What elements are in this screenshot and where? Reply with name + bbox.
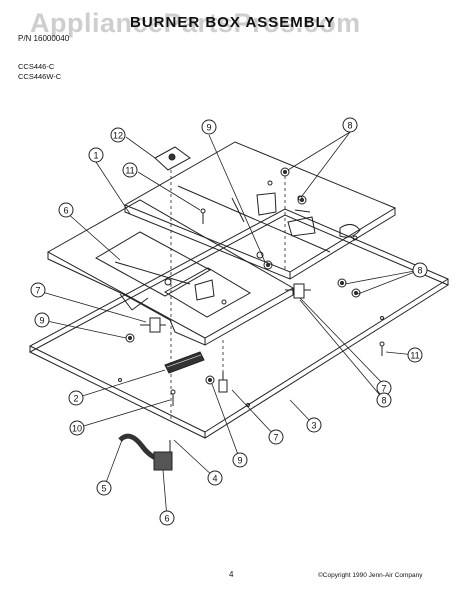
callout-6: 6 — [159, 510, 175, 526]
hex-nut — [263, 260, 273, 270]
burner-box-base-pan — [28, 208, 450, 439]
callout-number: 8 — [381, 396, 386, 406]
callout-number: 6 — [164, 514, 169, 524]
callout-number: 10 — [72, 424, 82, 434]
callout-8: 8 — [412, 262, 428, 278]
callout-5: 5 — [96, 480, 112, 496]
callout-9: 9 — [34, 312, 50, 328]
callout-6: 6 — [58, 202, 74, 218]
screw — [170, 389, 176, 406]
callout-number: 3 — [311, 421, 316, 431]
callout-10: 10 — [69, 420, 85, 436]
callout-number: 1 — [93, 151, 98, 161]
callout-number: 5 — [101, 484, 106, 494]
hex-nut — [351, 288, 361, 298]
gas-valve-fitting — [140, 317, 166, 333]
callout-circle — [69, 420, 85, 436]
callout-leader-lines — [41, 131, 421, 519]
callout-number: 7 — [381, 384, 386, 394]
callout-number: 12 — [113, 131, 123, 141]
callout-11: 11 — [407, 347, 423, 363]
hex-nut — [280, 167, 290, 177]
callout-8: 8 — [342, 117, 358, 133]
gas-inlet-hose — [118, 433, 173, 471]
callout-2: 2 — [68, 390, 84, 406]
callout-9: 9 — [201, 119, 217, 135]
gas-valve-fitting — [285, 283, 311, 299]
callout-number: 6 — [63, 206, 68, 216]
hex-nut — [205, 375, 215, 385]
callout-number: 8 — [347, 121, 352, 131]
callout-number: 9 — [237, 456, 242, 466]
callout-9: 9 — [232, 452, 248, 468]
callout-circle — [88, 147, 104, 163]
hex-nut — [337, 278, 347, 288]
callout-number: 2 — [73, 394, 78, 404]
callout-number: 7 — [273, 433, 278, 443]
left-cover-tray — [46, 199, 295, 346]
callout-circle — [110, 127, 126, 143]
hex-nut — [125, 333, 135, 343]
callout-circle — [376, 392, 392, 408]
callout-1: 1 — [88, 147, 104, 163]
right-cover-tray — [123, 141, 397, 280]
screw — [200, 208, 206, 224]
terminal-block — [164, 351, 205, 374]
callout-circle — [201, 119, 217, 135]
callout-3: 3 — [306, 417, 322, 433]
callout-12: 12 — [110, 127, 126, 143]
callout-number: 9 — [206, 123, 211, 133]
model-number: CCS446-C — [18, 62, 55, 71]
callout-7: 7 — [268, 429, 284, 445]
callout-number: 11 — [410, 351, 419, 361]
callout-circle — [407, 347, 423, 363]
callout-circle — [232, 452, 248, 468]
callout-circle — [34, 312, 50, 328]
callout-number: 11 — [125, 166, 134, 176]
callout-circle — [30, 282, 46, 298]
gas-valve-fitting — [218, 372, 228, 393]
part-number: P/N 16000040 — [18, 34, 70, 43]
callout-circle — [96, 480, 112, 496]
callout-number: 8 — [417, 266, 422, 276]
screw — [379, 341, 385, 356]
model-number: CCS446W-C — [18, 72, 62, 81]
callout-circle — [159, 510, 175, 526]
callout-number: 7 — [35, 286, 40, 296]
copyright-notice: ©Copyright 1990 Jenn-Air Company — [318, 572, 423, 579]
callout-circle — [306, 417, 322, 433]
callout-7: 7 — [30, 282, 46, 298]
callout-circle — [342, 117, 358, 133]
callout-number: 4 — [212, 474, 217, 484]
callout-8: 8 — [376, 392, 392, 408]
callout-circle — [207, 470, 223, 486]
callout-4: 4 — [207, 470, 223, 486]
callout-circle — [68, 390, 84, 406]
callout-number: 9 — [39, 316, 44, 326]
callout-circle — [412, 262, 428, 278]
page-number: 4 — [229, 570, 234, 579]
watermark: AppliancePartsPros.com — [30, 8, 361, 38]
callout-circle — [268, 429, 284, 445]
callout-circle — [58, 202, 74, 218]
assembly-guide-lines — [170, 170, 286, 420]
diagram-title: BURNER BOX ASSEMBLY — [130, 14, 336, 31]
callout-circle — [122, 162, 138, 178]
grommet-plate — [154, 146, 191, 171]
callout-11: 11 — [122, 162, 138, 178]
